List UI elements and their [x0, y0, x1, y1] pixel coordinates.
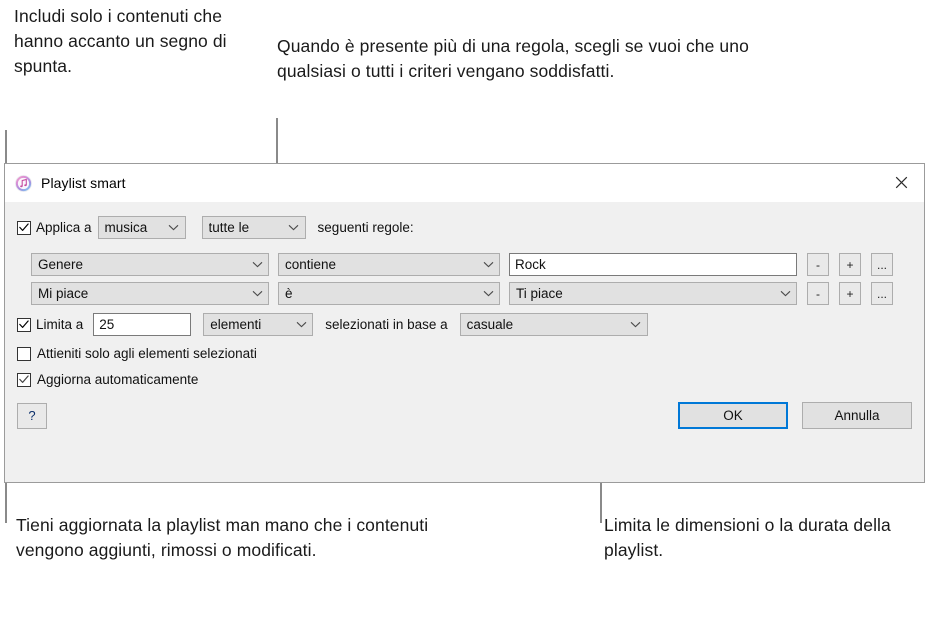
apply-to-row: Applica a musica tutte le seguenti regol… — [17, 202, 912, 239]
rule-field-select[interactable]: Genere — [31, 253, 269, 276]
limit-middle-label: selezionati in base a — [325, 317, 448, 332]
chevron-down-icon — [250, 290, 264, 297]
chevron-down-icon — [481, 261, 495, 268]
rule-operator-select[interactable]: è — [278, 282, 500, 305]
chevron-down-icon — [629, 321, 643, 328]
cancel-button[interactable]: Annulla — [802, 402, 912, 429]
callout-top-left: Includi solo i contenuti che hanno accan… — [14, 6, 227, 76]
ok-button[interactable]: OK — [678, 402, 788, 429]
limit-order-value: casuale — [466, 317, 514, 332]
limit-label: Limita a — [36, 317, 84, 332]
limit-row: Limita a 25 elementi selezionati in base… — [17, 313, 912, 336]
rule-operator-value: contiene — [285, 257, 337, 272]
limit-order-select[interactable]: casuale — [459, 313, 648, 336]
chevron-down-icon — [167, 224, 181, 231]
limit-amount-input[interactable]: 25 — [93, 313, 192, 336]
live-updating-checkbox[interactable] — [17, 372, 31, 387]
dialog-footer: ? OK Annulla — [17, 402, 912, 429]
rule-value-input[interactable]: Rock — [509, 253, 797, 276]
chevron-down-icon — [287, 224, 301, 231]
dialog-title: Playlist smart — [41, 175, 126, 191]
chevron-down-icon — [778, 290, 792, 297]
rule-value-select[interactable]: Ti piace — [509, 282, 797, 305]
more-options-button[interactable]: ... — [871, 253, 893, 276]
live-updating-row: Aggiorna automaticamente — [17, 372, 912, 387]
apply-to-checkbox[interactable] — [17, 220, 31, 235]
close-icon[interactable] — [879, 164, 924, 201]
itunes-icon — [15, 174, 32, 192]
apply-to-suffix-label: seguenti regole: — [317, 220, 414, 235]
limit-amount-value: 25 — [99, 317, 115, 332]
add-rule-button[interactable]: + — [839, 282, 861, 305]
match-rule-select[interactable]: tutte le — [201, 216, 306, 239]
more-options-button[interactable]: ... — [871, 282, 893, 305]
match-only-checked-label: Attieniti solo agli elementi selezionati — [37, 346, 257, 361]
rule-field-select[interactable]: Mi piace — [31, 282, 269, 305]
rule-field-value: Genere — [38, 257, 84, 272]
add-rule-button[interactable]: + — [839, 253, 861, 276]
chevron-down-icon — [250, 261, 264, 268]
rule-row: Genere contiene — [17, 253, 912, 276]
callout-top-right: Quando è presente più di una regola, sce… — [277, 36, 749, 81]
media-kind-value: musica — [104, 220, 148, 235]
rule-actions: - + ... — [807, 253, 893, 276]
rule-row: Mi piace è Ti pi — [17, 282, 912, 305]
rule-field-value: Mi piace — [38, 286, 89, 301]
rules-list: Genere contiene — [17, 253, 912, 305]
limit-unit-value: elementi — [210, 317, 262, 332]
media-kind-select[interactable]: musica — [97, 216, 186, 239]
match-only-checked-checkbox[interactable] — [17, 346, 31, 361]
match-rule-value: tutte le — [208, 220, 250, 235]
remove-rule-button[interactable]: - — [807, 253, 829, 276]
chevron-down-icon — [294, 321, 308, 328]
live-updating-label: Aggiorna automaticamente — [37, 372, 199, 387]
limit-checkbox[interactable] — [17, 317, 31, 332]
rule-value-text: Ti piace — [516, 286, 563, 301]
remove-rule-button[interactable]: - — [807, 282, 829, 305]
limit-unit-select[interactable]: elementi — [203, 313, 314, 336]
dialog-titlebar: Playlist smart — [5, 164, 924, 202]
smart-playlist-dialog: Playlist smart Applica a musica — [4, 163, 925, 483]
rule-operator-value: è — [285, 286, 293, 301]
help-button[interactable]: ? — [17, 402, 47, 429]
rule-actions: - + ... — [807, 282, 893, 305]
chevron-down-icon — [481, 290, 495, 297]
callout-bottom-left: Tieni aggiornata la playlist man mano ch… — [16, 515, 429, 560]
rule-value-text: Rock — [515, 257, 546, 272]
dialog-body: Applica a musica tutte le seguenti regol… — [5, 202, 924, 429]
match-only-checked-row: Attieniti solo agli elementi selezionati — [17, 346, 912, 361]
rule-operator-select[interactable]: contiene — [278, 253, 500, 276]
apply-to-label: Applica a — [36, 220, 92, 235]
callout-bottom-right: Limita le dimensioni o la durata della p… — [604, 515, 891, 560]
